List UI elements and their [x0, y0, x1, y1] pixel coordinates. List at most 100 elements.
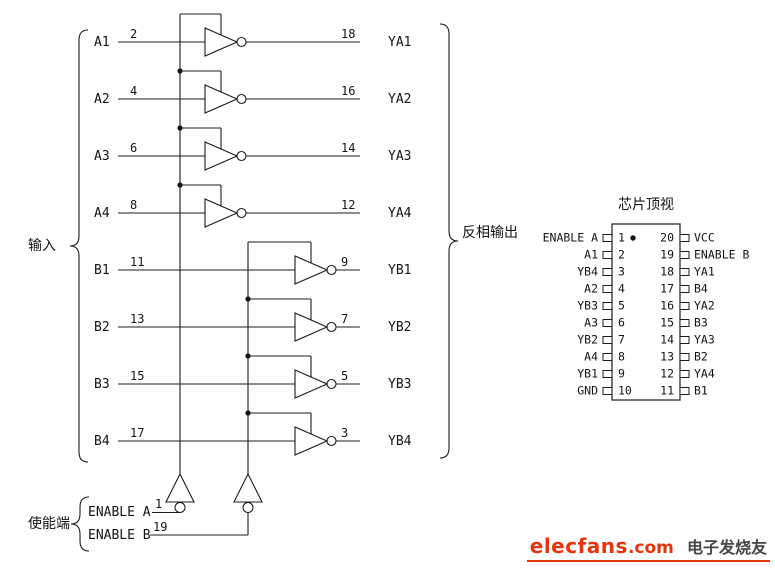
input-label: A1 [94, 35, 110, 50]
inverter-gate [204, 141, 239, 171]
enable-brace [70, 496, 90, 552]
chip-pin-right [679, 234, 690, 242]
chip-pin-label: A3 [584, 316, 598, 330]
chip-pin-label: YB2 [577, 333, 598, 347]
enable-a-pin-number: 1 [155, 497, 162, 511]
enable-bubble-a [174, 501, 186, 514]
chip-pin-label: ENABLE A [543, 231, 598, 245]
input-pin-number: 11 [130, 255, 144, 269]
chip-pin-label: A4 [584, 350, 598, 364]
chip-pin-number: 17 [660, 282, 674, 296]
output-pin-number: 12 [341, 198, 355, 212]
output-label: YA1 [388, 35, 411, 50]
enable-a-label: ENABLE A [88, 505, 151, 520]
output-pin-number: 16 [341, 84, 355, 98]
output-pin-number: 18 [341, 27, 355, 41]
chip-pin-label: A2 [584, 282, 598, 296]
inverter-bubble [326, 378, 337, 390]
input-pin-number: 2 [130, 27, 137, 41]
chip-pin-right [679, 268, 690, 276]
chip-pin-number: 9 [618, 367, 625, 381]
inverter-bubble [326, 435, 337, 447]
chip-pin-number: 15 [660, 316, 674, 330]
output-brace [439, 23, 459, 459]
input-pin-number: 17 [130, 426, 144, 440]
input-pin-number: 15 [130, 369, 144, 383]
chip-pin-right [679, 387, 690, 395]
output-label: YA2 [388, 92, 411, 107]
chip-pin-label: B4 [694, 282, 708, 296]
inverter-bubble [236, 207, 247, 219]
input-pin-number: 6 [130, 141, 137, 155]
output-group-label: 反相输出 [462, 225, 518, 241]
input-label: A3 [94, 149, 110, 164]
input-label: A2 [94, 92, 110, 107]
chip-pin-number: 4 [618, 282, 625, 296]
chip-pin-left [602, 353, 613, 361]
pin1-dot [630, 235, 636, 241]
chip-pin-number: 7 [618, 333, 625, 347]
chip-pin-label: B3 [694, 316, 708, 330]
chip-pin-right [679, 251, 690, 259]
enable-group-label: 使能端 [28, 515, 70, 532]
chip-pin-left [602, 336, 613, 344]
chip-pin-label: YB4 [577, 265, 598, 279]
inverter-bubble [236, 93, 247, 105]
enable-b-label: ENABLE B [88, 528, 151, 543]
chip-pin-number: 10 [618, 384, 632, 398]
chip-pin-number: 18 [660, 265, 674, 279]
chip-pin-left [602, 370, 613, 378]
output-label: YA3 [388, 149, 411, 164]
inverter-bubble [236, 36, 247, 48]
input-label: B2 [94, 320, 110, 335]
inverter-gate [294, 255, 329, 285]
chip-pin-left [602, 302, 613, 310]
site-logo: elecfans.com 电子发烧友 [526, 534, 770, 562]
inverter-gate [294, 426, 329, 456]
chip-pin-right [679, 302, 690, 310]
chip-pin-label: YB3 [577, 299, 598, 313]
input-pin-number: 8 [130, 198, 137, 212]
chip-pin-label: VCC [694, 231, 715, 245]
inverter-gate [204, 198, 239, 228]
chip-pin-number: 2 [618, 248, 625, 262]
chip-title: 芯片顶视 [618, 197, 674, 213]
output-label: YB3 [388, 377, 411, 392]
chip-pin-number: 16 [660, 299, 674, 313]
inverter-gate [204, 27, 239, 57]
chip-pin-label: YA3 [694, 333, 715, 347]
inverter-bubble [326, 321, 337, 333]
chip-pin-label: ENABLE B [694, 248, 749, 262]
chip-pin-left [602, 319, 613, 327]
input-pin-number: 13 [130, 312, 144, 326]
chip-pin-label: YA2 [694, 299, 715, 313]
chip-pin-label: YB1 [577, 367, 598, 381]
output-label: YB1 [388, 263, 411, 278]
output-pin-number: 3 [341, 426, 348, 440]
input-group-label: 输入 [28, 238, 56, 254]
input-pin-number: 4 [130, 84, 137, 98]
chip-pin-label: B1 [694, 384, 708, 398]
inverter-bubble [326, 264, 337, 276]
chip-pin-right [679, 319, 690, 327]
chip-pin-number: 20 [660, 231, 674, 245]
brand-domain: .com [627, 538, 674, 558]
brand-name: elecfans [529, 534, 628, 558]
chip-pin-right [679, 370, 690, 378]
chip-pin-number: 6 [618, 316, 625, 330]
enable-inverter-b [233, 472, 263, 503]
output-label: YA4 [388, 206, 412, 221]
chip-pin-left [602, 285, 613, 293]
output-label: YB2 [388, 320, 411, 335]
chip-pin-number: 12 [660, 367, 674, 381]
inverter-gate [204, 84, 239, 114]
brand-tagline: 电子发烧友 [686, 538, 767, 557]
chip-pin-left [602, 251, 613, 259]
enable-b-pin-number: 19 [153, 520, 167, 534]
input-label: B4 [94, 434, 110, 449]
chip-pin-number: 14 [660, 333, 674, 347]
chip-pin-label: YA1 [694, 265, 715, 279]
chip-pin-label: A1 [584, 248, 598, 262]
enable-inverter-a [165, 472, 195, 503]
